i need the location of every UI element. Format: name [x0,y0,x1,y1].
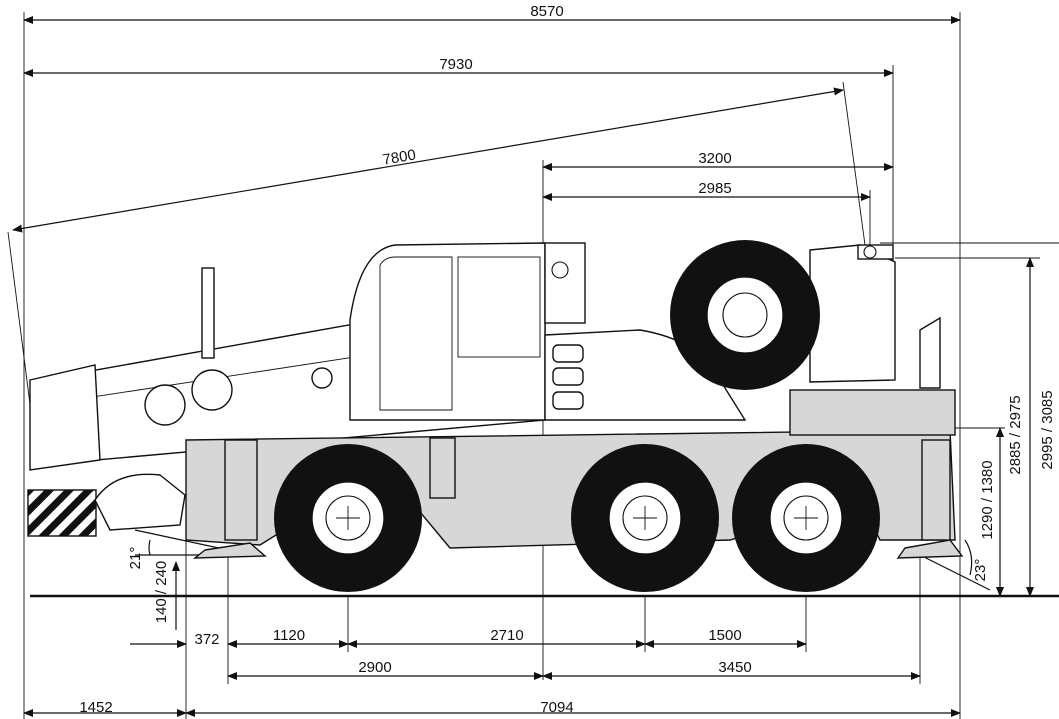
label-front-overhang: 372 [194,631,219,648]
front-wheel [274,444,422,592]
middle-wheel [571,444,719,592]
cab [349,242,546,421]
outrigger-front [224,439,258,541]
label-overall-length: 8570 [530,3,563,20]
label-length-to-counterweight: 7930 [439,56,472,73]
label-chassis-length: 7094 [540,699,573,716]
label-height-deck: 1290 / 1380 [979,460,996,539]
dimension-labels: 8570 7930 7800 3200 2985 2995 / 3085 288… [79,3,1056,716]
crane-body [27,240,964,592]
label-outrigger-front: 2900 [358,659,391,676]
label-axle-front-offset: 1120 [273,627,305,644]
label-boom-overhang: 1452 [79,699,112,716]
label-approach-angle: 21° [127,547,144,570]
rear-wheel [732,444,880,592]
counterweight-striped-block [27,489,97,537]
label-height-cab: 2885 / 2975 [1007,395,1024,474]
label-cab-to-rear: 2985 [698,180,731,197]
label-wheelbase-main: 2710 [490,627,523,644]
label-outrigger-rear: 3450 [718,659,751,676]
label-height-total: 2995 / 3085 [1039,390,1056,469]
label-rear-axle-spacing: 1500 [708,627,741,644]
dimension-lines [12,16,1034,717]
label-ground-clearance: 140 / 240 [153,561,170,624]
label-boom-length: 7800 [381,146,417,168]
label-departure-angle: 23° [972,559,989,582]
label-cab-to-rear-wide: 3200 [698,150,731,167]
outrigger-rear [921,439,951,541]
